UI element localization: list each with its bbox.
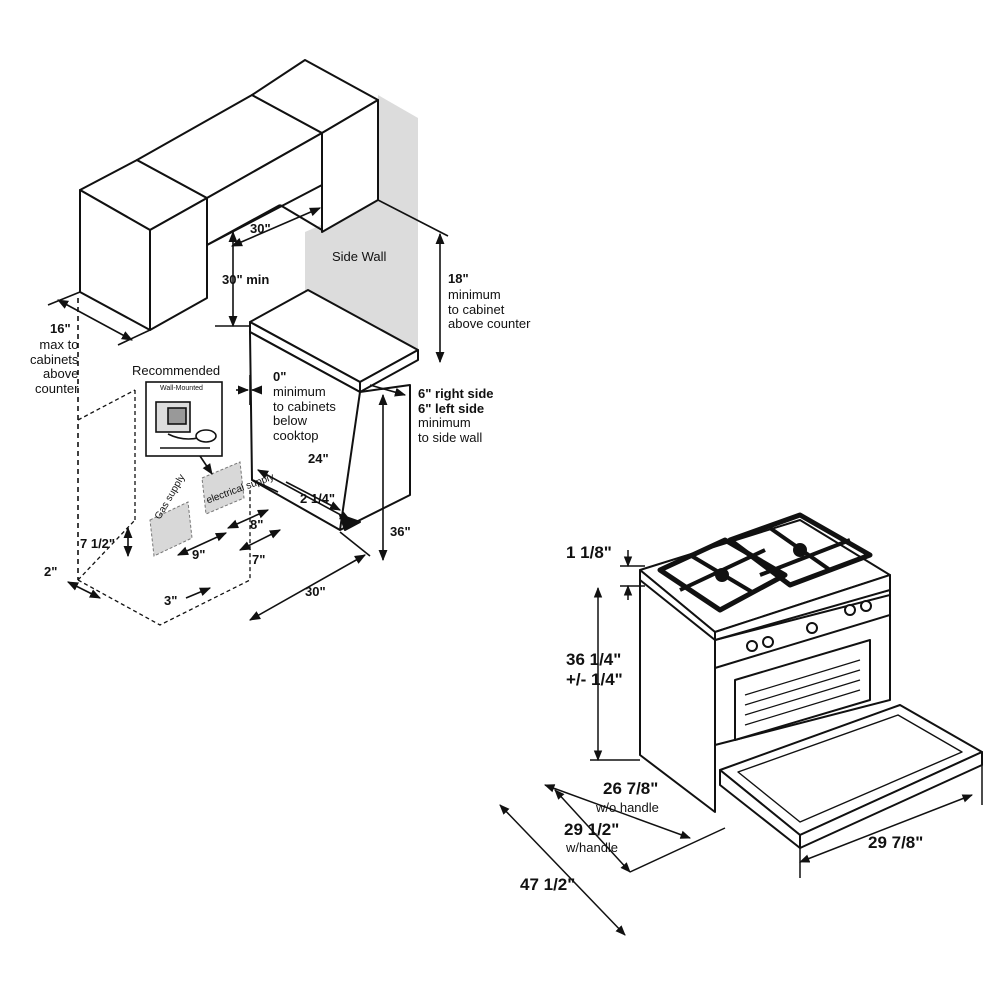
top-1-1-8-label: 1 1/8" (566, 543, 612, 562)
depth-door-open-label: 47 1/2" (520, 875, 576, 894)
dimension-lines (47, 199, 449, 621)
upper-18-note: minimum to cabinet above counter (448, 287, 531, 332)
range-drawing (639, 512, 983, 849)
clearance-30-min-label: 30" min (222, 272, 270, 287)
cabinet-width-label: 30" (250, 221, 271, 236)
depth-no-handle-note: w/o handle (596, 800, 659, 815)
d-36-label: 36" (390, 524, 411, 539)
side-clearance-note: 6" right side 6" left side minimum to si… (418, 386, 494, 445)
depth-24-label: 24" (308, 451, 329, 466)
depth-handle-label: 29 1/2" (564, 820, 620, 839)
side-wall-label: Side Wall (332, 249, 387, 264)
depth-handle-note: w/handle (566, 840, 619, 855)
supply-boxes (149, 461, 245, 557)
d-7-1-2-label: 7 1/2" (80, 536, 116, 551)
depth-no-handle-label: 26 7/8" (603, 779, 659, 798)
range-height-label: 36 1/4" (566, 650, 622, 669)
d-7-label: 7" (252, 552, 266, 567)
floor-outline (77, 389, 251, 626)
d-9-label: 9" (192, 547, 206, 562)
max-16-note: max to cabinets above counter (30, 337, 79, 396)
recommended-inset (145, 381, 223, 457)
d-2-1-4-label: 2 1/4" (300, 491, 336, 506)
d-8-label: 8" (250, 517, 264, 532)
d-2-label: 2" (44, 564, 58, 579)
side-wall-lower (305, 200, 418, 370)
width-30-label: 30" (305, 584, 326, 599)
zero-label: 0" (273, 369, 287, 384)
range-width-label: 29 7/8" (868, 833, 924, 852)
d-3-label: 3" (164, 593, 178, 608)
recommended-label: Recommended (132, 363, 221, 378)
upper-cabinets (79, 59, 379, 331)
zero-note: minimum to cabinets below cooktop (273, 384, 336, 443)
range-dimension-lines (499, 550, 983, 936)
range-height-tolerance: +/- 1/4" (566, 670, 623, 689)
max-16-label: 16" (50, 321, 71, 336)
upper-18-label: 18" (448, 271, 469, 286)
wall-mounted-label: Wall-Mounted (160, 385, 203, 392)
